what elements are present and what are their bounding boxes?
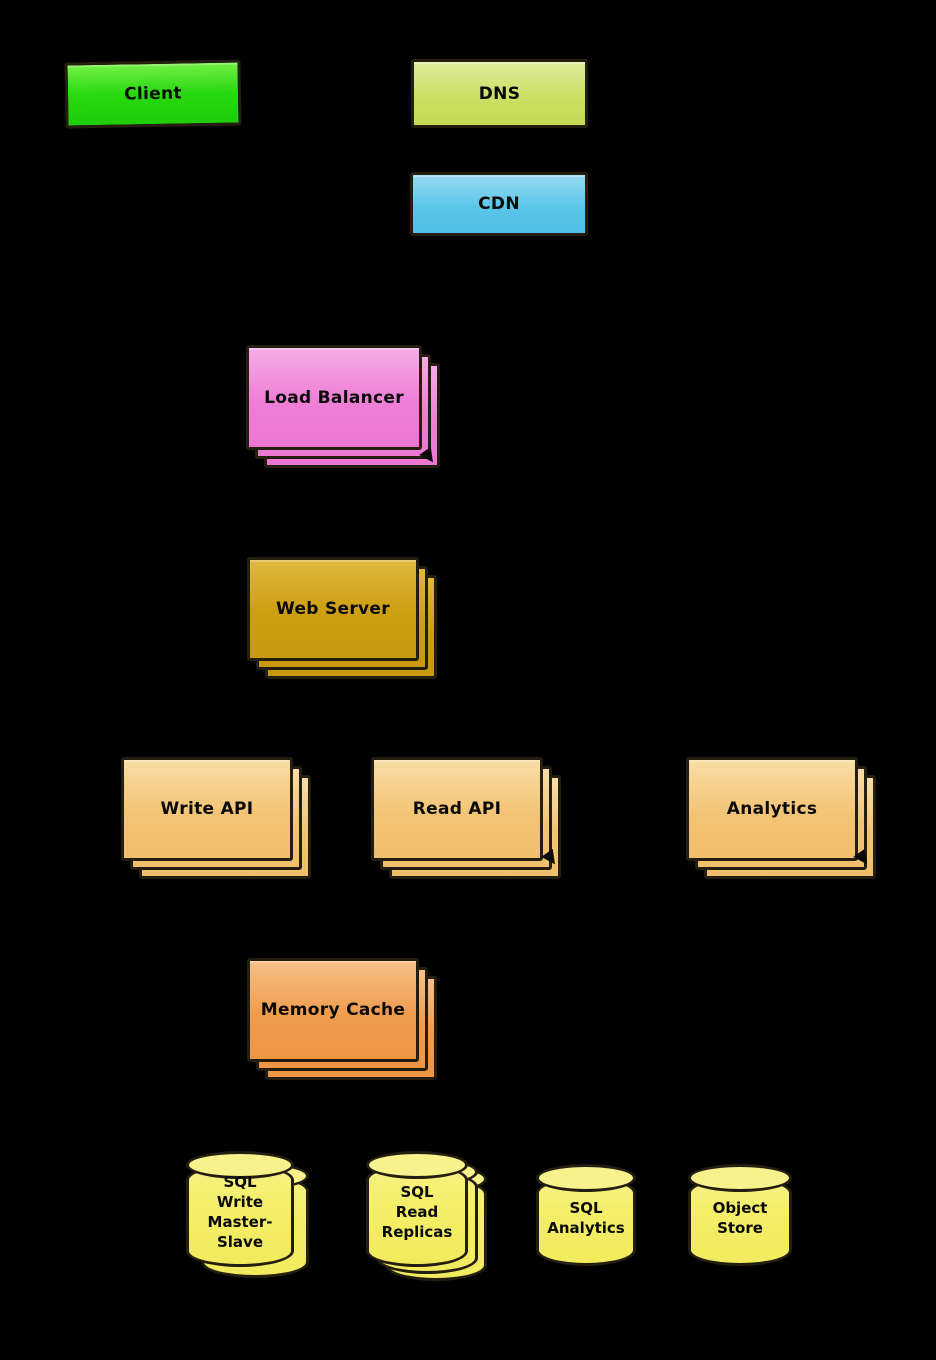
label-line: SQL: [223, 1173, 257, 1192]
label-line: Write: [216, 1193, 264, 1212]
node-sql-read-replicas-label: SQL Read Replicas: [366, 1151, 468, 1267]
node-object-store-label: Object Store: [688, 1164, 792, 1266]
node-sql-write-master-slave: SQL Write Master- Slave: [186, 1151, 309, 1278]
cylinder: Object Store: [688, 1164, 792, 1266]
node-write-api: Write API: [121, 757, 311, 879]
label-line: Store: [717, 1219, 763, 1237]
node-object-store: Object Store: [688, 1164, 792, 1266]
node-web-server-label: Web Server: [276, 599, 390, 619]
node-read-api-label: Read API: [412, 799, 502, 819]
node-read-api-face: Read API: [371, 757, 543, 861]
cylinder-top: [688, 1164, 792, 1192]
node-sql-analytics-label: SQL Analytics: [536, 1164, 636, 1266]
cylinder-top: [536, 1164, 636, 1192]
label-line: Analytics: [547, 1219, 625, 1237]
node-analytics-face: Analytics: [686, 757, 858, 861]
label-line: SQL: [400, 1183, 434, 1202]
node-cdn-label: CDN: [478, 194, 520, 214]
node-write-api-label: Write API: [160, 799, 254, 819]
node-client-label: Client: [123, 83, 183, 105]
label-line: Slave: [216, 1232, 264, 1251]
node-memory-cache: Memory Cache: [247, 958, 437, 1080]
node-client: Client: [64, 59, 242, 129]
node-write-api-face: Write API: [121, 757, 293, 861]
cylinder: SQL Analytics: [536, 1164, 636, 1266]
label-line: Master-: [207, 1213, 273, 1231]
node-sql-read-replicas: SQL Read Replicas: [366, 1151, 487, 1281]
cylinder: SQL Write Master- Slave: [186, 1151, 294, 1267]
node-load-balancer: Load Balancer: [246, 345, 440, 468]
node-read-api: Read API: [371, 757, 561, 879]
cylinder-top: [366, 1151, 468, 1179]
node-cdn: CDN: [410, 172, 588, 236]
node-analytics-label: Analytics: [726, 799, 818, 819]
node-memory-cache-label: Memory Cache: [260, 1000, 406, 1020]
node-memory-cache-face: Memory Cache: [247, 958, 419, 1062]
cylinder-top: [186, 1151, 294, 1179]
node-dns-label: DNS: [478, 83, 521, 104]
node-sql-write-master-slave-label: SQL Write Master- Slave: [186, 1151, 294, 1267]
label-line: SQL: [569, 1199, 603, 1218]
node-web-server-face: Web Server: [247, 557, 419, 661]
label-line: Object: [712, 1199, 768, 1218]
node-sql-analytics: SQL Analytics: [536, 1164, 636, 1266]
label-line: Read: [395, 1203, 439, 1222]
node-dns: DNS: [411, 59, 588, 128]
label-line: Replicas: [381, 1222, 453, 1241]
node-analytics: Analytics: [686, 757, 876, 879]
cylinder: SQL Read Replicas: [366, 1151, 468, 1267]
node-web-server: Web Server: [247, 557, 437, 679]
node-load-balancer-face: Load Balancer: [246, 345, 422, 450]
node-load-balancer-label: Load Balancer: [264, 387, 404, 408]
